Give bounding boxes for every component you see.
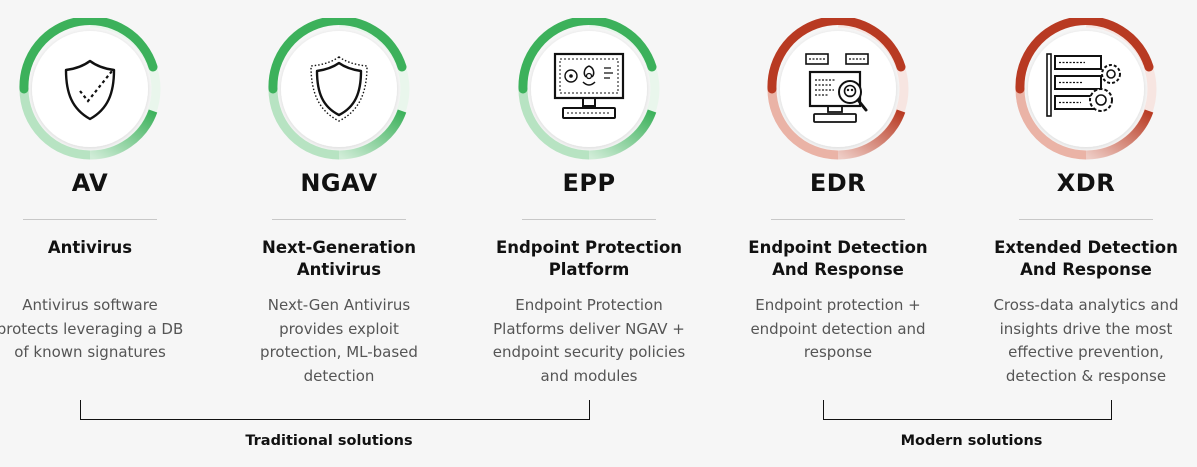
solution-abbr: EPP	[562, 169, 616, 197]
solution-name: Endpoint Protection Platform	[495, 238, 683, 279]
server-gears-icon	[1046, 53, 1121, 117]
solution-description: Endpoint protection + endpoint detection…	[750, 296, 926, 361]
progress-ring	[19, 18, 161, 160]
divider	[23, 219, 157, 220]
solution-abbr: AV	[71, 169, 109, 197]
divider	[272, 219, 406, 220]
solution-abbr: NGAV	[300, 169, 378, 197]
divider	[522, 219, 656, 220]
solution-name: Next-Generation Antivirus	[262, 238, 416, 279]
progress-ring	[518, 18, 660, 160]
progress-ring	[1015, 18, 1157, 160]
solution-card-av: AV Antivirus Antivirus software protects…	[0, 0, 185, 400]
solution-description: Next-Gen Antivirus provides exploit prot…	[260, 296, 418, 385]
monitor-biohazard-icon	[553, 52, 625, 119]
shield-check-icon	[64, 59, 116, 121]
divider	[1019, 219, 1153, 220]
solution-name: Extended Detection And Response	[994, 238, 1178, 279]
solution-description: Antivirus software protects leveraging a…	[0, 296, 184, 361]
traditional-bracket	[80, 400, 590, 420]
modern-bracket	[823, 400, 1112, 420]
divider	[771, 219, 905, 220]
monitor-skull-magnifier-icon	[805, 53, 869, 123]
solution-abbr: XDR	[1056, 169, 1116, 197]
solution-name: Endpoint Detection And Response	[748, 238, 928, 279]
progress-ring	[268, 18, 410, 160]
shield-icon	[310, 56, 368, 122]
solution-card-epp: EPP Endpoint Protection Platform Endpoin…	[493, 0, 685, 400]
solution-card-edr: EDR Endpoint Detection And Response Endp…	[743, 0, 933, 400]
solution-name: Antivirus	[47, 238, 133, 257]
solution-card-ngav: NGAV Next-Generation Antivirus Next-Gen …	[244, 0, 434, 400]
progress-ring	[767, 18, 909, 160]
solution-description: Cross-data analytics and insights drive …	[993, 296, 1179, 385]
solution-abbr: EDR	[809, 169, 867, 197]
solution-card-xdr: XDR Extended Detection And Response Cros…	[991, 0, 1181, 400]
traditional-label: Traditional solutions	[245, 433, 413, 449]
modern-label: Modern solutions	[900, 433, 1043, 449]
solution-description: Endpoint Protection Platforms deliver NG…	[492, 296, 686, 385]
